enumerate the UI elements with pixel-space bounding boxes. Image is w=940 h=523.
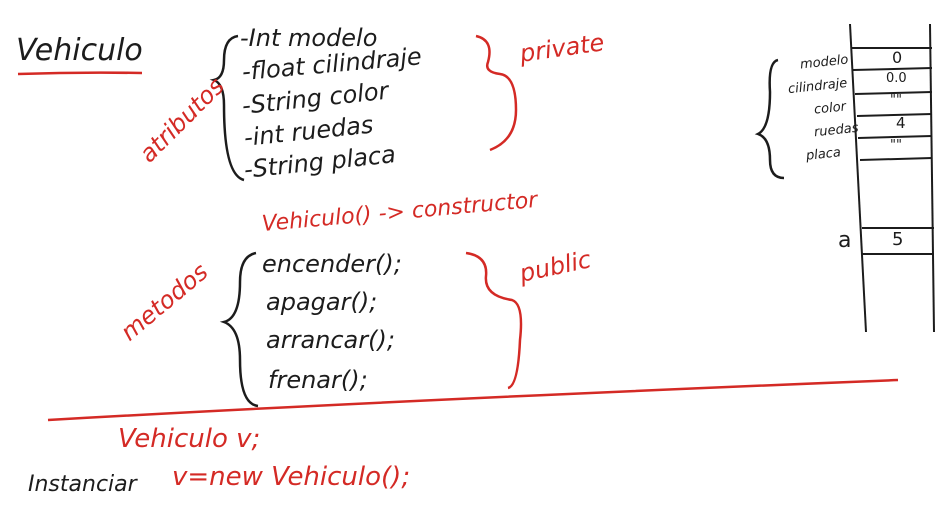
- separator-line: [47, 378, 899, 422]
- attribute-item: -Int modelo: [240, 24, 378, 52]
- memory-value: 0.0: [886, 71, 907, 86]
- memory-value: 4: [896, 114, 906, 132]
- memory-field-label: placa: [805, 145, 842, 164]
- memory-value: "": [890, 138, 902, 153]
- method-item: apagar();: [266, 288, 378, 316]
- class-title: Vehiculo: [16, 33, 143, 68]
- private-brace: [475, 34, 518, 152]
- metodos-brace: [219, 251, 259, 408]
- public-brace: [465, 251, 523, 390]
- method-item: frenar();: [268, 366, 368, 394]
- declaration-line: Vehiculo v;: [118, 424, 261, 454]
- memory-value: "": [890, 93, 902, 108]
- memory-stack: [849, 23, 935, 333]
- memory-variable-name: a: [838, 228, 852, 253]
- memory-variable-value: 5: [892, 229, 904, 250]
- instantiation-code: v=new Vehiculo();: [172, 462, 411, 492]
- title-underline: [17, 71, 143, 76]
- atributos-brace: [209, 34, 245, 182]
- memory-value: 0: [892, 48, 903, 67]
- method-item: arrancar();: [266, 326, 395, 354]
- memory-field-label: color: [813, 99, 847, 118]
- method-item: encender();: [262, 250, 402, 278]
- instantiation-label: Instanciar: [28, 472, 137, 497]
- object-brace: [754, 58, 785, 180]
